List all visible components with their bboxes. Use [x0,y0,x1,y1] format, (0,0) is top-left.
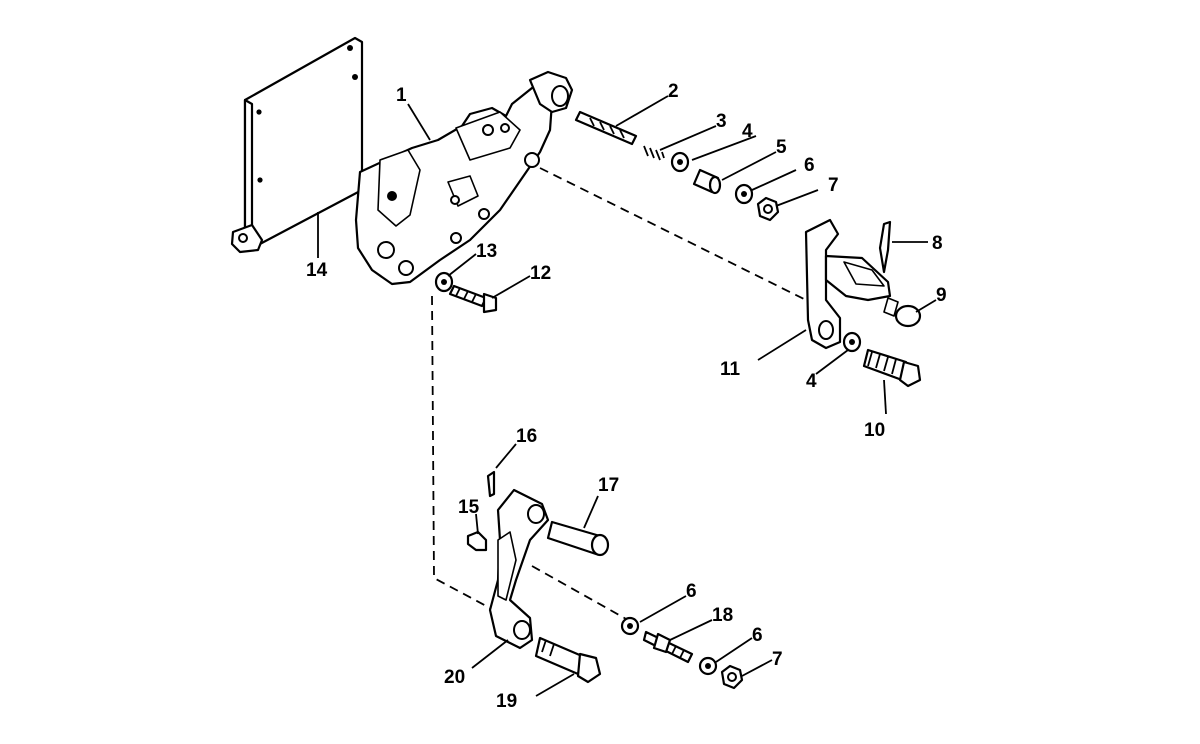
callout-6-middle: 6 [686,581,697,602]
part-16-cotter-pin [486,470,496,498]
part-13-washer [434,271,454,293]
callout-6: 6 [804,155,815,176]
part-8-cotter-pin [878,220,892,274]
callout-15: 15 [458,497,480,518]
part-19-bolt [534,636,602,684]
callout-3: 3 [716,111,727,132]
callout-5: 5 [776,137,787,158]
callout-6-lower: 6 [752,625,763,646]
part-1-main-bracket [354,70,574,286]
callout-leaders [317,95,937,697]
callout-12: 12 [530,263,551,284]
part-6-washer-middle [620,616,640,636]
part-2-stud [574,110,638,146]
part-9-cap [894,304,922,328]
part-10-bolt [862,348,922,388]
part-3-spring [643,145,665,161]
part-14-mounting-plate [230,36,364,254]
part-6-washer-lower [698,656,718,676]
part-7-nut-upper [756,196,780,222]
callout-20: 20 [444,667,465,688]
part-18-stud [642,630,694,664]
callout-11: 11 [720,359,741,380]
callout-labels: 1 2 3 4 5 6 7 8 9 11 4 10 12 13 14 16 15… [306,81,947,712]
callout-9: 9 [936,285,947,306]
callout-2: 2 [668,81,679,102]
part-5-pin [692,168,722,195]
callout-16: 16 [516,426,537,447]
callout-7-lower: 7 [772,649,783,670]
callout-13: 13 [476,241,497,262]
part-20-link [488,488,550,650]
callout-14: 14 [306,260,328,281]
callout-8: 8 [932,233,943,254]
part-15-clip [466,530,488,552]
callout-4: 4 [742,121,753,142]
callout-10: 10 [864,420,885,441]
part-7-nut-lower [720,664,744,690]
part-4-washer [670,151,690,173]
callout-7: 7 [828,175,839,196]
callout-1: 1 [396,85,407,106]
part-12-bolt [448,284,498,314]
part-17-pin [546,520,610,557]
callout-4-lower: 4 [806,371,817,392]
callout-18: 18 [712,605,733,626]
part-4-washer-lower [842,331,862,353]
part-11-lever-bracket [804,218,899,350]
alignment-lines [431,167,807,621]
callout-17: 17 [598,475,619,496]
callout-19: 19 [496,691,517,712]
part-6-washer-upper [734,183,754,205]
